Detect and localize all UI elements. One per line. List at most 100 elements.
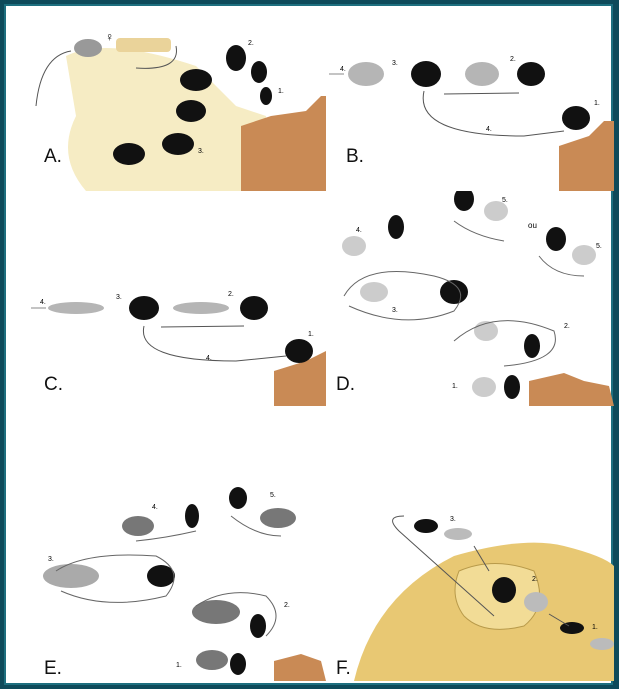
fish-dark — [129, 296, 159, 320]
fish-dark — [560, 622, 584, 634]
figure-frame: A. ♀ 1. 2. 3. B. 1. 2. 3. 4. 4. — [4, 4, 613, 685]
fish-light — [348, 62, 384, 86]
fish-light — [360, 282, 388, 302]
fish-light — [43, 564, 99, 588]
step-number: 5. — [270, 492, 276, 499]
panel-d: D. 1. 2. 3. 4. 5. 5. ou — [324, 191, 614, 406]
fish-dark — [388, 215, 404, 239]
arrow-path — [36, 51, 71, 106]
panel-a-label: A. — [44, 146, 62, 168]
fish-dark — [524, 334, 540, 358]
step-number: 1. — [594, 100, 600, 107]
step-number: 1. — [278, 88, 284, 95]
step-number: 2. — [510, 56, 516, 63]
panel-e-label: E. — [44, 658, 62, 680]
rock — [559, 121, 614, 191]
step-number: 3. — [116, 294, 122, 301]
panel-f-illustration — [324, 476, 614, 681]
arrow — [454, 221, 504, 241]
sand-patch — [116, 38, 171, 52]
panel-b-illustration — [324, 16, 614, 191]
step-number: 4. — [206, 355, 212, 362]
step-number: 3. — [198, 148, 204, 155]
fish-light — [484, 201, 508, 221]
step-number: 3. — [392, 60, 398, 67]
fish-light — [572, 245, 596, 265]
fish-light — [342, 236, 366, 256]
step-number: 3. — [392, 307, 398, 314]
fish-dark — [546, 227, 566, 251]
panel-d-label: D. — [336, 374, 355, 396]
arrow — [161, 326, 244, 327]
fish-dark — [226, 45, 246, 71]
fish-light — [590, 638, 614, 650]
rock — [529, 373, 614, 406]
fish-dark — [440, 280, 468, 304]
fish-dark — [229, 487, 247, 509]
fish-dark — [562, 106, 590, 130]
fish-dark — [185, 504, 199, 528]
fish-dark — [492, 577, 516, 603]
fish-dark — [176, 100, 206, 122]
panel-e-illustration — [16, 476, 326, 681]
fish-light — [48, 302, 104, 314]
fish-light — [524, 592, 548, 612]
fish-dark — [414, 519, 438, 533]
step-number: 3. — [48, 556, 54, 563]
step-number: 4. — [152, 504, 158, 511]
step-number: 4. — [340, 66, 346, 73]
panel-a-illustration — [16, 16, 326, 191]
female-symbol: ♀ — [105, 30, 114, 44]
fish-dark — [162, 133, 194, 155]
fish-grey — [260, 508, 296, 528]
step-number: 1. — [452, 383, 458, 390]
fish-dark — [260, 87, 272, 105]
step-number: 4. — [40, 299, 46, 306]
fish-light — [472, 377, 496, 397]
fish-light — [465, 62, 499, 86]
step-number: 2. — [564, 323, 570, 330]
arrow — [444, 93, 519, 94]
panel-f-label: F. — [336, 658, 351, 680]
step-number: 5. — [502, 197, 508, 204]
step-number: 5. — [596, 243, 602, 250]
fish-dark — [504, 375, 520, 399]
step-number: 2. — [228, 291, 234, 298]
alternative-text: ou — [528, 221, 537, 230]
step-number: 1. — [308, 331, 314, 338]
fish-dark — [517, 62, 545, 86]
step-number: 4. — [356, 227, 362, 234]
fish-dark — [411, 61, 441, 87]
loop-arrow — [454, 321, 555, 366]
step-number: 1. — [176, 662, 182, 669]
arrow — [143, 326, 286, 361]
panel-d-illustration — [324, 191, 614, 406]
panel-b-label: B. — [346, 146, 364, 168]
fish-dark — [180, 69, 212, 91]
fish-dark — [113, 143, 145, 165]
fish-female — [74, 39, 102, 57]
step-number: 2. — [532, 576, 538, 583]
panel-a: A. ♀ 1. 2. 3. — [16, 16, 326, 191]
fish-dark — [454, 191, 474, 211]
fish-dark — [285, 339, 313, 363]
fish-light — [173, 302, 229, 314]
panel-f: F. 1. 2. 3. — [324, 476, 614, 681]
panel-c-label: C. — [44, 374, 63, 396]
panel-b: B. 1. 2. 3. 4. 4. — [324, 16, 614, 191]
rock — [274, 654, 326, 681]
arrow — [423, 91, 564, 136]
fish-dark — [230, 653, 246, 675]
step-number: 2. — [248, 40, 254, 47]
step-number: 3. — [450, 516, 456, 523]
fish-dark — [240, 296, 268, 320]
panel-e: E. 1. 2. 3. 4. 5. — [16, 476, 326, 681]
fish-light — [474, 321, 498, 341]
panel-c: C. 1. 2. 3. 4. 4. — [16, 191, 326, 406]
fish-dark — [250, 614, 266, 638]
fish-grey — [196, 650, 228, 670]
fish-light — [444, 528, 472, 540]
step-number: 1. — [592, 624, 598, 631]
rock — [241, 96, 326, 191]
step-number: 4. — [486, 126, 492, 133]
